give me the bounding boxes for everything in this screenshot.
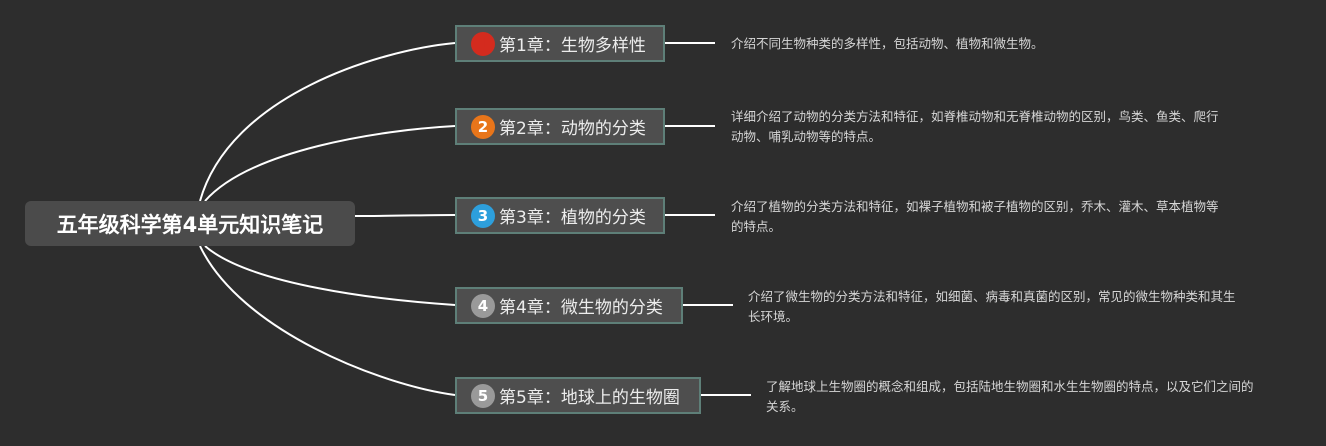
chapter-title-5: 第5章：地球上的生物圈 xyxy=(499,388,680,408)
chapter-node-5[interactable]: 5 第5章：地球上的生物圈 xyxy=(455,377,701,414)
priority-badge-2: 2 xyxy=(471,114,495,139)
root-topic-title: 五年级科学第4单元知识笔记 xyxy=(56,212,324,237)
chapter-description-2: 详细介绍了动物的分类方法和特征，如脊椎动物和无脊椎动物的区别，鸟类、鱼类、爬行动… xyxy=(731,109,1219,144)
chapter-description-5: 了解地球上生物圈的概念和组成，包括陆地生物圈和水生生物圈的特点，以及它们之间的关… xyxy=(766,379,1254,414)
chapter-node-3[interactable]: 3 第3章：植物的分类 xyxy=(455,197,665,234)
connector-root-ch5 xyxy=(199,245,456,396)
connector-root-ch3 xyxy=(354,214,456,217)
chapter-title-2: 第2章：动物的分类 xyxy=(499,119,646,139)
connector-root-ch4 xyxy=(204,245,456,306)
chapter-node-4[interactable]: 4 第4章：微生物的分类 xyxy=(455,287,683,324)
priority-badge-3: 3 xyxy=(471,203,495,228)
chapter-node-2[interactable]: 2 第2章：动物的分类 xyxy=(455,108,665,145)
chapter-title-4: 第4章：微生物的分类 xyxy=(499,298,663,318)
root-topic[interactable]: 五年级科学第4单元知识笔记 xyxy=(25,201,355,246)
chapter-description-4: 介绍了微生物的分类方法和特征，如细菌、病毒和真菌的区别，常见的微生物种类和其生长… xyxy=(748,289,1236,324)
connector-root-ch1 xyxy=(199,42,456,202)
priority-badge-5: 5 xyxy=(471,383,495,408)
chapter-node-1[interactable]: 1 第1章：生物多样性 xyxy=(455,25,665,62)
chapter-title-3: 第3章：植物的分类 xyxy=(499,208,646,228)
chapter-description-1: 介绍不同生物种类的多样性，包括动物、植物和微生物。 xyxy=(731,36,1044,51)
chapter-description-3: 介绍了植物的分类方法和特征，如裸子植物和被子植物的区别，乔木、灌木、草本植物等的… xyxy=(731,199,1219,234)
chapter-title-1: 第1章：生物多样性 xyxy=(499,36,646,56)
priority-badge-1: 1 xyxy=(471,31,495,56)
connector-root-ch2 xyxy=(204,125,456,202)
priority-badge-4: 4 xyxy=(471,293,495,318)
